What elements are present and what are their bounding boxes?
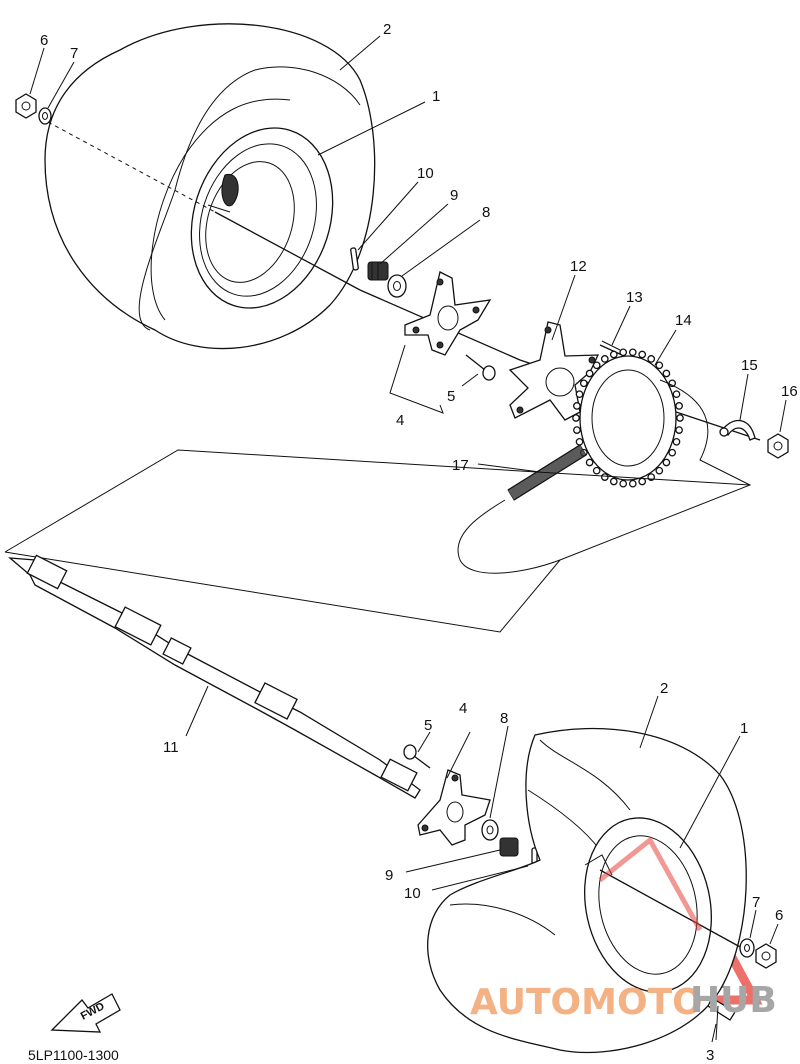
part-label-lower-9: 9 [385,867,393,884]
sprocket-tooth [638,350,647,359]
upper-nut-6 [15,93,37,119]
part-label-upper-2: 2 [383,21,391,38]
sprocket-tooth [579,379,588,388]
upper-washer-8 [387,274,407,298]
part-label-upper-17: 17 [452,457,469,474]
watermark-logo-overlay-icon [598,836,703,932]
sprocket-tooth [573,402,581,410]
sprocket-14 [572,348,684,488]
sprocket-tooth [609,477,618,486]
upper-rim-outer [190,127,334,309]
part-label-upper-4: 4 [396,412,404,429]
lower-nut-6 [755,943,777,969]
part-label-lower-5: 5 [424,717,432,734]
lower-wheel [427,727,747,1054]
sprocket-tooth [572,414,580,422]
axle-outline-box [4,449,751,633]
lower-nut-9 [499,837,519,857]
part-label-upper-15: 15 [741,357,758,374]
fwd-arrow-icon: FWD [50,993,121,1033]
sprocket-tooth [575,390,584,399]
part-label-upper-1: 1 [432,88,440,105]
part-label-lower-2: 2 [660,680,668,697]
sprocket-tooth [638,477,647,486]
sprocket-tooth [628,479,637,488]
part-label-lower-4: 4 [459,700,467,717]
sprocket-tooth [647,355,656,363]
sprocket-tooth [668,448,677,457]
sprocket-tooth [619,348,628,357]
sprocket-tooth [609,350,618,359]
part-label-axle-11: 11 [163,739,179,756]
upper-hub-4 [404,271,492,356]
lower-hub-4 [417,769,491,846]
sprocket-tooth [675,402,683,410]
lower-rim [584,817,712,993]
part-label-upper-16: 16 [781,383,798,400]
sprocket-tooth [672,437,681,446]
sprocket-stud-13 [599,340,623,356]
lower-bolt-5 [403,744,431,769]
upper-bolt-5 [465,354,496,381]
sprocket-tooth [628,348,637,357]
sprocket-tooth [675,426,683,434]
part-label-upper-12: 12 [570,258,587,275]
upper-nut-16 [767,433,789,459]
sprocket-tooth [655,466,664,475]
sprocket-tooth [676,414,684,422]
part-label-upper-6: 6 [40,32,48,49]
axle-11 [8,554,421,799]
watermark-text-right: HUB [690,980,777,1021]
sprocket-tooth [573,426,581,434]
part-label-lower-10: 10 [404,885,421,902]
watermark-text-left: AUTOMOTO [470,982,703,1023]
leader-lines [29,35,787,1043]
upper-washer-7 [38,107,52,125]
part-label-upper-13: 13 [626,289,643,306]
part-label-upper-7: 7 [70,45,78,62]
sprocket-tooth [585,369,594,378]
sprocket-tooth [575,437,584,446]
sprocket-tooth [662,369,671,378]
sprocket-tooth [592,361,601,370]
part-label-lower-8: 8 [500,710,508,727]
lower-washer-8 [481,819,499,841]
part-label-lower-6: 6 [775,907,783,924]
sprocket-tooth [592,466,601,475]
lower-washer-7 [739,938,755,958]
lower-valve-stem-3 [707,997,736,1041]
sprocket-tooth [585,458,594,467]
part-label-lower-1: 1 [740,720,748,737]
part-label-upper-8: 8 [482,204,490,221]
sprocket-tooth [662,458,671,467]
sprocket-tooth [672,390,681,399]
part-label-upper-5: 5 [447,388,455,405]
sprocket-tooth [600,473,609,481]
part-label-lower-3: 3 [706,1047,714,1064]
chain-clip-15 [719,420,756,441]
upper-pin-10 [350,247,359,271]
sprocket-tooth [619,479,628,488]
sprocket-tooth [655,361,664,370]
diagram-code: 5LP1100-1300 [28,1047,119,1063]
upper-nut-9 [367,261,389,281]
part-label-upper-14: 14 [675,312,692,329]
part-label-upper-9: 9 [450,187,458,204]
sprocket-tooth [600,355,609,363]
part-label-lower-7: 7 [752,894,760,911]
upper-wheel [44,23,376,350]
part-label-upper-10: 10 [417,165,434,182]
